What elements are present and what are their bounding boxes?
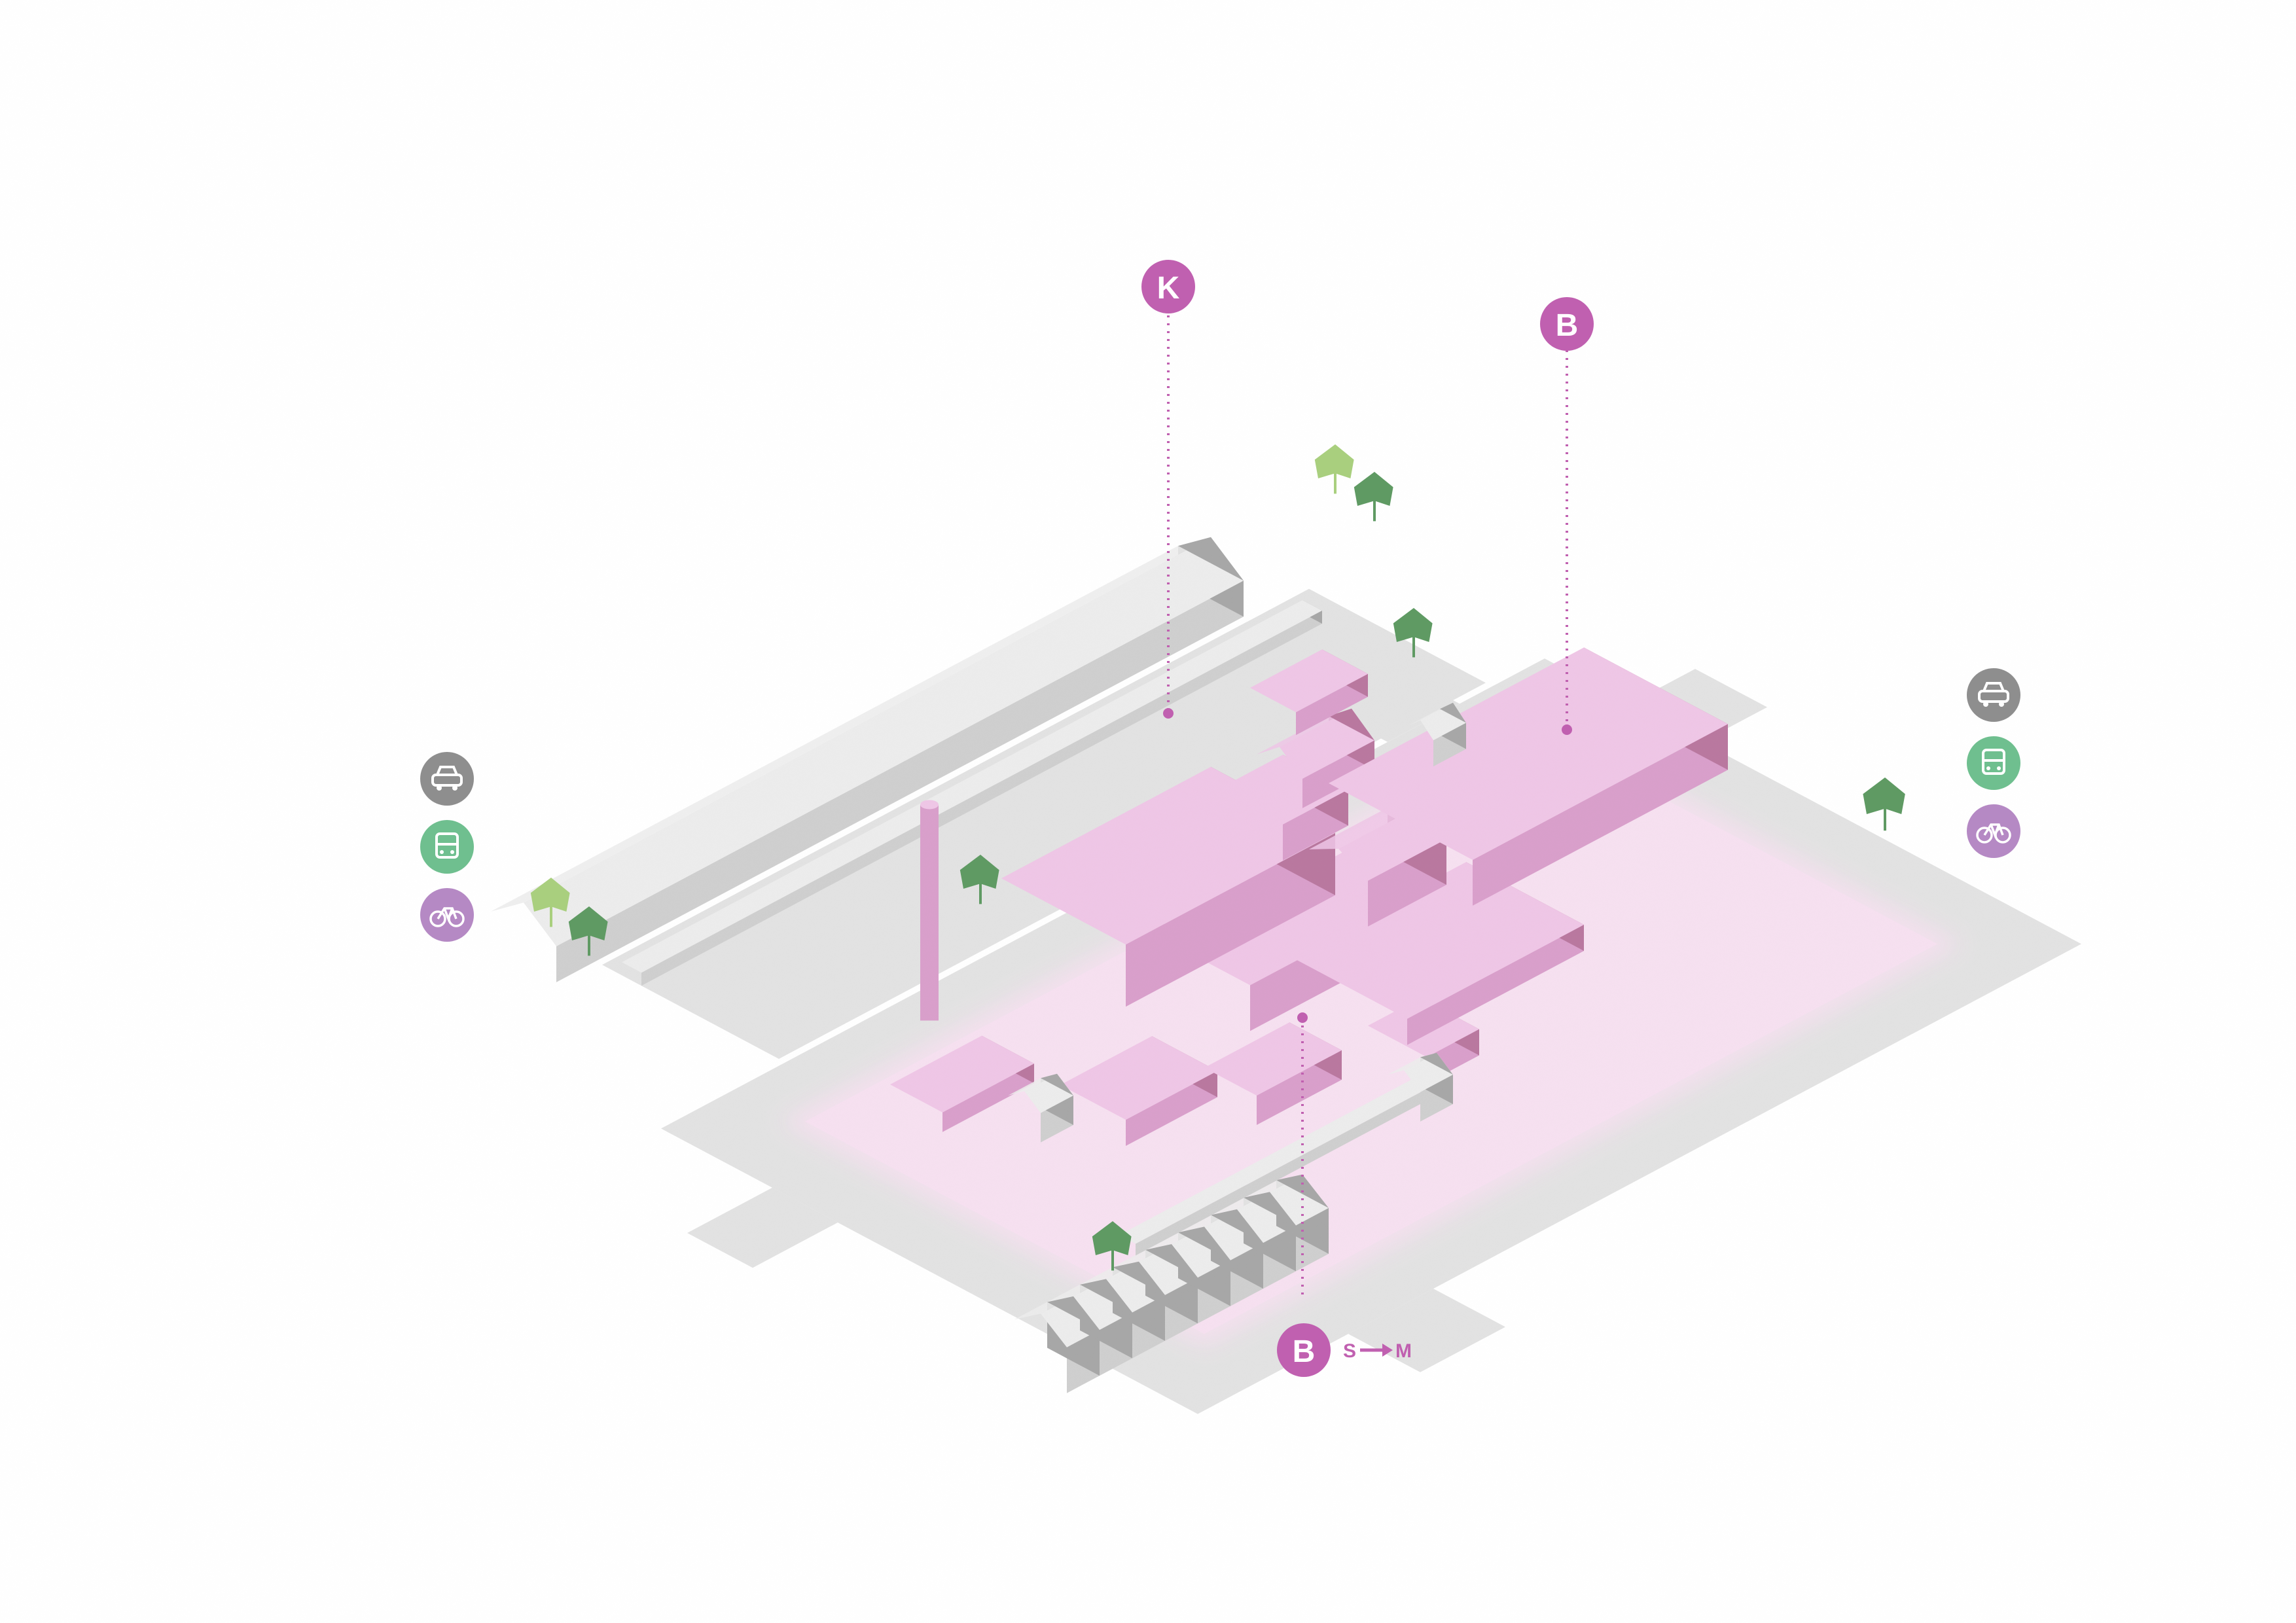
- tree-north-1: [1314, 444, 1354, 494]
- badge-k: K: [1141, 260, 1195, 313]
- mobility-legend-left: [420, 752, 474, 942]
- badge-b-bottom-label: B: [1293, 1334, 1316, 1369]
- tree-west-1: [530, 878, 570, 927]
- bus-icon: [420, 820, 474, 874]
- badge-k-label: K: [1157, 271, 1180, 306]
- tree-north-2: [1354, 472, 1393, 522]
- bike-icon: [420, 888, 474, 942]
- tree-west-2: [568, 906, 608, 956]
- badge-b-top-label: B: [1556, 308, 1579, 343]
- tree-site-1: [1393, 608, 1433, 658]
- scale-to-label: M: [1395, 1340, 1412, 1362]
- callout-dot-b-top: [1562, 724, 1572, 735]
- scale-from-label: S: [1343, 1340, 1356, 1362]
- tree-south: [1092, 1221, 1132, 1271]
- mobility-legend-right: [1967, 668, 2020, 858]
- scale-indicator: S M: [1343, 1340, 1412, 1362]
- callout-dot-k: [1163, 708, 1174, 719]
- callout-dot-b-bottom: [1297, 1012, 1308, 1023]
- badge-b-top: B: [1540, 297, 1594, 351]
- tree-east: [1863, 777, 1905, 831]
- arrow-head-icon: [1382, 1344, 1393, 1357]
- car-icon: [1967, 668, 2020, 722]
- bike-icon: [1967, 804, 2020, 858]
- car-icon: [420, 752, 474, 806]
- badge-b-bottom: B: [1277, 1323, 1331, 1377]
- bus-icon: [1967, 736, 2020, 790]
- trees: [530, 444, 1905, 1271]
- tree-site-2: [960, 855, 999, 904]
